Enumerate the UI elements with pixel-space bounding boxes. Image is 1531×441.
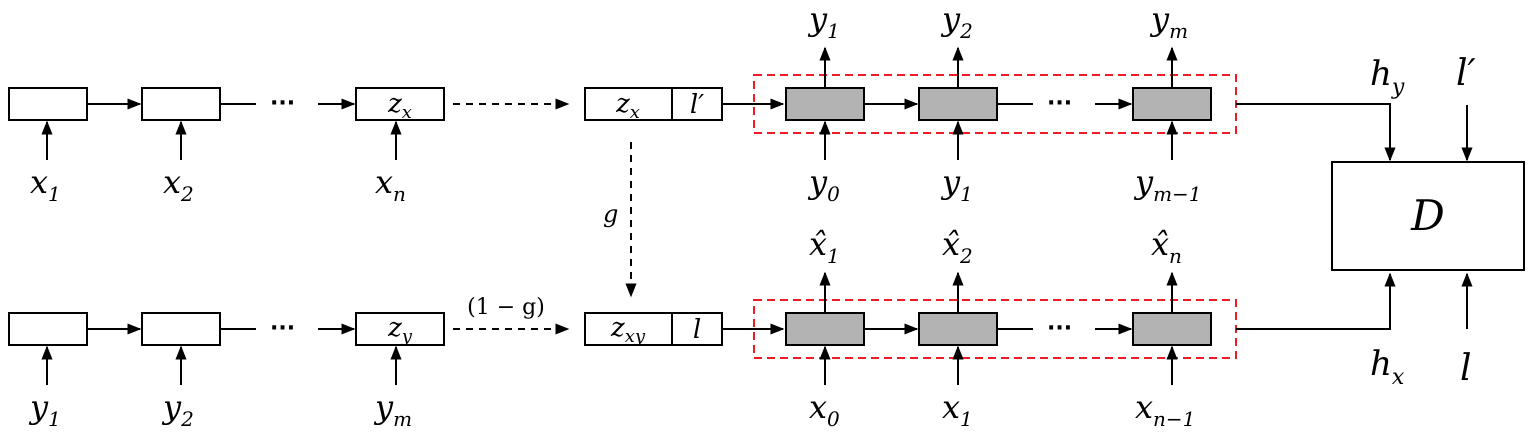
encoder-x-cell-1 [8,87,88,121]
output-y2: y2 [940,0,973,43]
top-combined-state: zx l′ [584,87,723,123]
input-y2: y2 [161,388,194,431]
bottom-combined-state: zxy l [584,312,723,347]
decoder-top-cell-2 [918,87,998,121]
encoder-x-ellipsis: ··· [270,91,295,116]
input-y1: y1 [28,388,61,431]
output-y1: y1 [807,0,840,43]
hy-label: hy [1370,54,1405,100]
output-xhat2: x̂2 [942,225,973,268]
decoder-input-ym-1: ym−1 [1133,163,1202,206]
decoder-input-y1: y1 [940,163,973,206]
output-xhatn: x̂n [1151,225,1182,268]
decoder-top-ellipsis: ··· [1047,91,1072,116]
input-ym: ym [373,388,412,431]
encoder-y-cell-1 [8,312,88,346]
discriminator-label: D [1410,191,1445,240]
bottom-combined-right-cell [671,312,723,346]
top-combined-left-cell [584,87,673,121]
bottom-combined-zxy-label: zxy [610,313,646,347]
lprime-label: l′ [1456,53,1476,94]
encoder-y-ellipsis: ··· [270,316,295,341]
encoder-y: ··· zy y1 y2 ym [8,312,445,431]
bottom-combined-l-label: l [693,315,701,345]
decoder-top: ··· y1 y2 ym y0 y1 ym−1 [722,0,1237,206]
hx-label: hx [1370,344,1405,390]
input-x1: x1 [30,163,61,206]
decoder-bottom-cell-2 [918,312,998,346]
decoder-bottom-cell-n [1132,312,1212,346]
output-ym: ym [1149,0,1188,43]
input-xn: xn [375,163,406,206]
top-combined-right-cell [671,87,723,121]
discriminator: D hy l′ hx l [1236,53,1525,390]
output-xhat1: x̂1 [809,225,840,268]
one-minus-g-label: (1 − g) [467,295,545,320]
encoder-x-state-cell [355,87,445,121]
top-combined-lprime-label: l′ [690,90,704,120]
decoder-bottom-cell-1 [785,312,865,346]
encoder-y-cell-2 [141,312,221,346]
input-x2: x2 [163,163,194,206]
encoder-y-state-label: zy [387,313,413,347]
encoder-x: ··· zx x1 x2 xn [8,87,445,206]
decoder-input-x1: x1 [942,388,973,431]
decoder-bottom-ellipsis: ··· [1047,316,1072,341]
decoder-bottom: ··· x̂1 x̂2 x̂n x0 x1 xn−1 [722,225,1237,431]
top-combined-zx-label: zx [615,89,640,123]
decoder-input-y0: y0 [807,163,840,206]
hx-connection [1236,272,1396,330]
decoder-input-x0: x0 [809,388,840,431]
decoder-input-xn-1: xn−1 [1135,388,1195,431]
hy-connection [1236,103,1396,162]
l-label: l [1460,348,1472,389]
encoder-x-cell-2 [141,87,221,121]
encoder-x-state-label: zx [387,89,412,123]
gate-g-label: g [603,200,618,228]
decoder-top-cell-m [1132,87,1212,121]
encoder-y-state-cell [355,312,445,346]
decoder-top-cell-1 [785,87,865,121]
discriminator-box [1331,161,1525,271]
